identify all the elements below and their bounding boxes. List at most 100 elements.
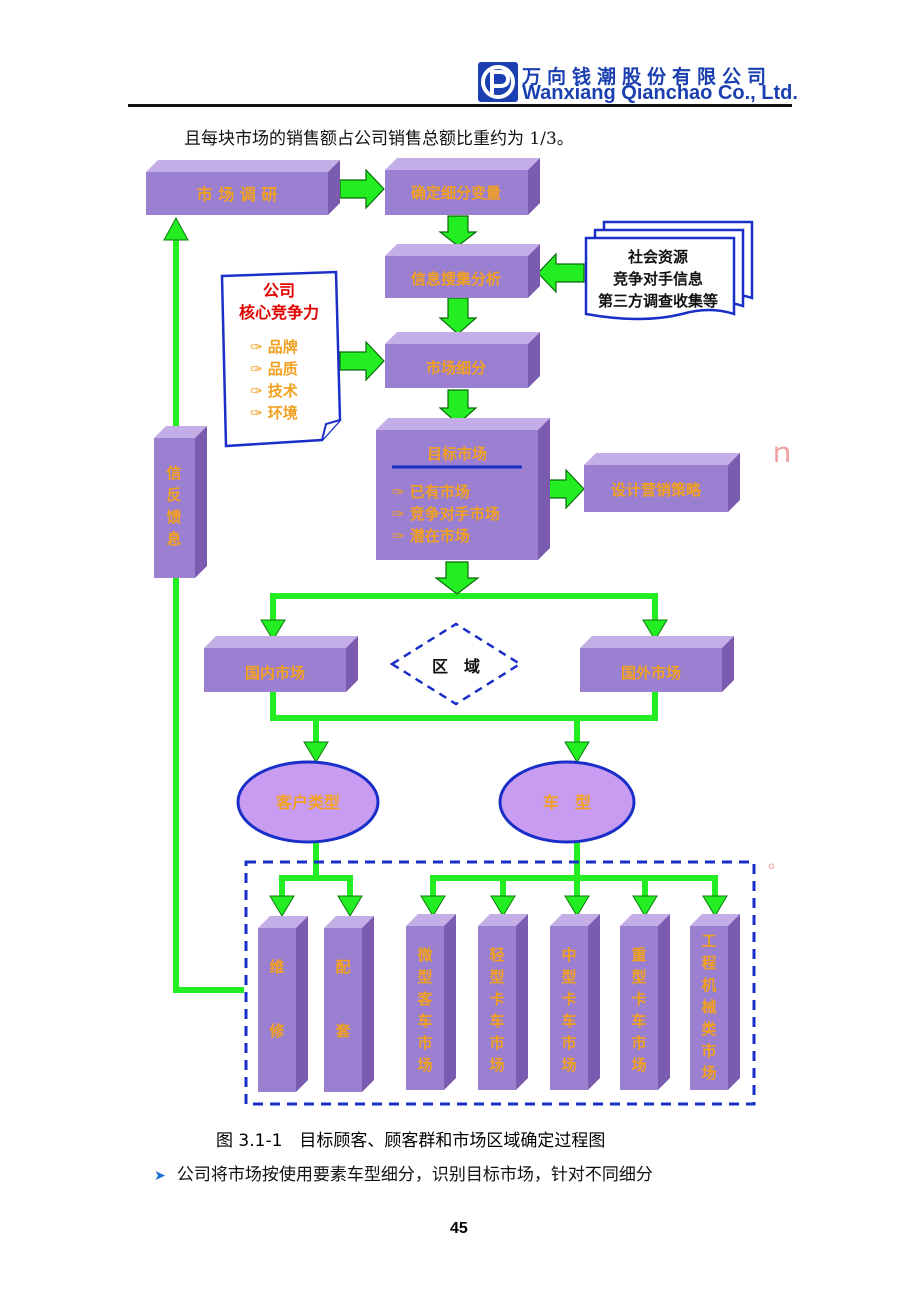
vehicle-type-label: 车 型 [543,793,591,812]
target-item-2: ✑ 竞争对手市场 [392,505,500,523]
header-rule [128,104,792,107]
sources-document-stack [584,220,754,321]
vehicle-type-ellipse [498,760,636,844]
core-item-env: ✑ 环境 [250,404,298,422]
svg-text:息: 息 [166,530,181,548]
foreign-market-label: 国外市场 [621,664,681,682]
svg-text:械: 械 [701,998,716,1016]
region-diamond [389,622,523,706]
core-items: ✑ 品牌 ✑ 品质 ✑ 技术 ✑ 环境 [250,338,298,422]
segment-vars-label: 确定细分变量 [411,184,501,202]
svg-text:反: 反 [166,486,181,504]
svg-text:场: 场 [701,1064,716,1082]
repair-char-1: 维 [269,958,284,976]
heavy-truck-box [620,914,670,1090]
core-title-2: 核心竞争力 [239,303,319,322]
intro-paragraph: 且每块市场的销售额占公司销售总额比重约为 1/3。 [184,129,574,149]
svg-text:市: 市 [489,1034,504,1052]
svg-text:卡: 卡 [631,990,646,1008]
bullet-line: ➤ 公司将市场按使用要素车型细分，识别目标市场，针对不同细分 [154,1160,653,1185]
core-title-1: 公司 [263,281,295,300]
info-analysis-box [385,244,540,298]
svg-text:信: 信 [166,464,181,482]
light-truck-box [478,914,528,1090]
svg-text:工: 工 [701,932,716,950]
construction-box [690,914,740,1090]
svg-text:场: 场 [561,1056,576,1074]
arrowheads [163,216,728,917]
svg-text:客: 客 [416,990,433,1008]
foreign-market-box [580,636,734,692]
bullet-arrow-icon: ➤ [154,1168,166,1184]
target-market-label: 目标市场 [427,445,487,463]
figure-caption: 图 3.1-1 目标顾客、顾客群和市场区域确定过程图 [216,1131,606,1151]
stray-mark-1: ｎ [768,436,796,469]
oem-box [324,916,374,1092]
info-analysis-label: 信息搜集分析 [411,270,501,288]
bottom-columns [258,914,740,1092]
source-item-1: 社会资源 [627,248,688,266]
svg-text:程: 程 [701,954,716,972]
page-number: 45 [450,1220,468,1237]
svg-text:微: 微 [416,946,433,964]
svg-text:重: 重 [631,946,646,964]
segments-container [244,860,756,1106]
target-market-items: ✑ 已有市场 ✑ 竞争对手市场 ✑ 潜在市场 [392,483,500,545]
svg-text:场: 场 [417,1056,432,1074]
micro-bus-box [406,914,456,1090]
svg-text:市: 市 [701,1042,716,1060]
svg-text:市: 市 [561,1034,576,1052]
core-competence-note [220,270,342,448]
segment-variables-box [385,158,540,215]
connector-lines [173,240,718,993]
repair-box [258,916,308,1092]
core-item-brand: ✑ 品牌 [250,338,298,356]
svg-text:轻: 轻 [489,946,504,964]
svg-text:车: 车 [489,1012,504,1030]
svg-text:场: 场 [631,1056,646,1074]
oem-char-2: 套 [334,1022,351,1040]
stray-mark-2: 。 [768,852,786,873]
marketing-strategy-label: 设计营销策略 [611,481,702,499]
market-research-label: 市 场 调 研 [197,185,278,204]
source-item-2: 竞争对手信息 [613,270,703,288]
svg-text:车: 车 [631,1012,646,1030]
market-research-box [146,160,340,215]
block-arrows [339,168,585,595]
oem-char-1: 配 [335,958,350,976]
core-item-tech: ✑ 技术 [250,382,298,400]
bottom-column-labels: 维 修 配 套 微 型 客 车 市 场 轻 型 卡 车 市 场 中 型 卡 车 … [268,932,717,1082]
feedback-box [154,426,207,578]
core-title: 公司 核心竞争力 [239,281,319,322]
medium-truck-box [550,914,600,1090]
svg-text:卡: 卡 [561,990,576,1008]
company-name-en: Wanxiang Qianchao Co., Ltd. [522,82,798,104]
marketing-strategy-box [584,453,740,512]
svg-text:馈: 馈 [165,508,181,526]
feedback-label: 信 反 馈 息 [165,464,181,548]
customer-type-label: 客户类型 [276,793,340,812]
target-item-1: ✑ 已有市场 [392,483,470,501]
svg-text:型: 型 [489,968,504,986]
company-name-cn: 万向钱潮股份有限公司 [522,66,773,88]
market-segment-box [385,332,540,388]
sources-text: 社会资源 竞争对手信息 第三方调查收集等 [598,248,718,310]
customer-type-ellipse [236,760,380,844]
ellipse-labels: 客户类型 车 型 [276,793,591,812]
domestic-market-label: 国内市场 [245,664,305,682]
bullet-text: 公司将市场按使用要素车型细分，识别目标市场，针对不同细分 [176,1165,653,1185]
svg-text:市: 市 [417,1034,432,1052]
svg-text:卡: 卡 [489,990,504,1008]
svg-text:车: 车 [561,1012,576,1030]
svg-text:型: 型 [417,968,432,986]
domestic-market-box [204,636,358,692]
market-segment-label: 市场细分 [426,359,486,377]
target-market-box [376,418,550,560]
svg-text:型: 型 [561,968,576,986]
repair-char-2: 修 [268,1022,285,1040]
svg-text:市: 市 [631,1034,646,1052]
svg-text:型: 型 [631,968,646,986]
box-labels: 市 场 调 研 确定细分变量 信息搜集分析 市场细分 目标市场 设计营销策略 国… [197,184,702,682]
svg-text:类: 类 [701,1020,717,1038]
